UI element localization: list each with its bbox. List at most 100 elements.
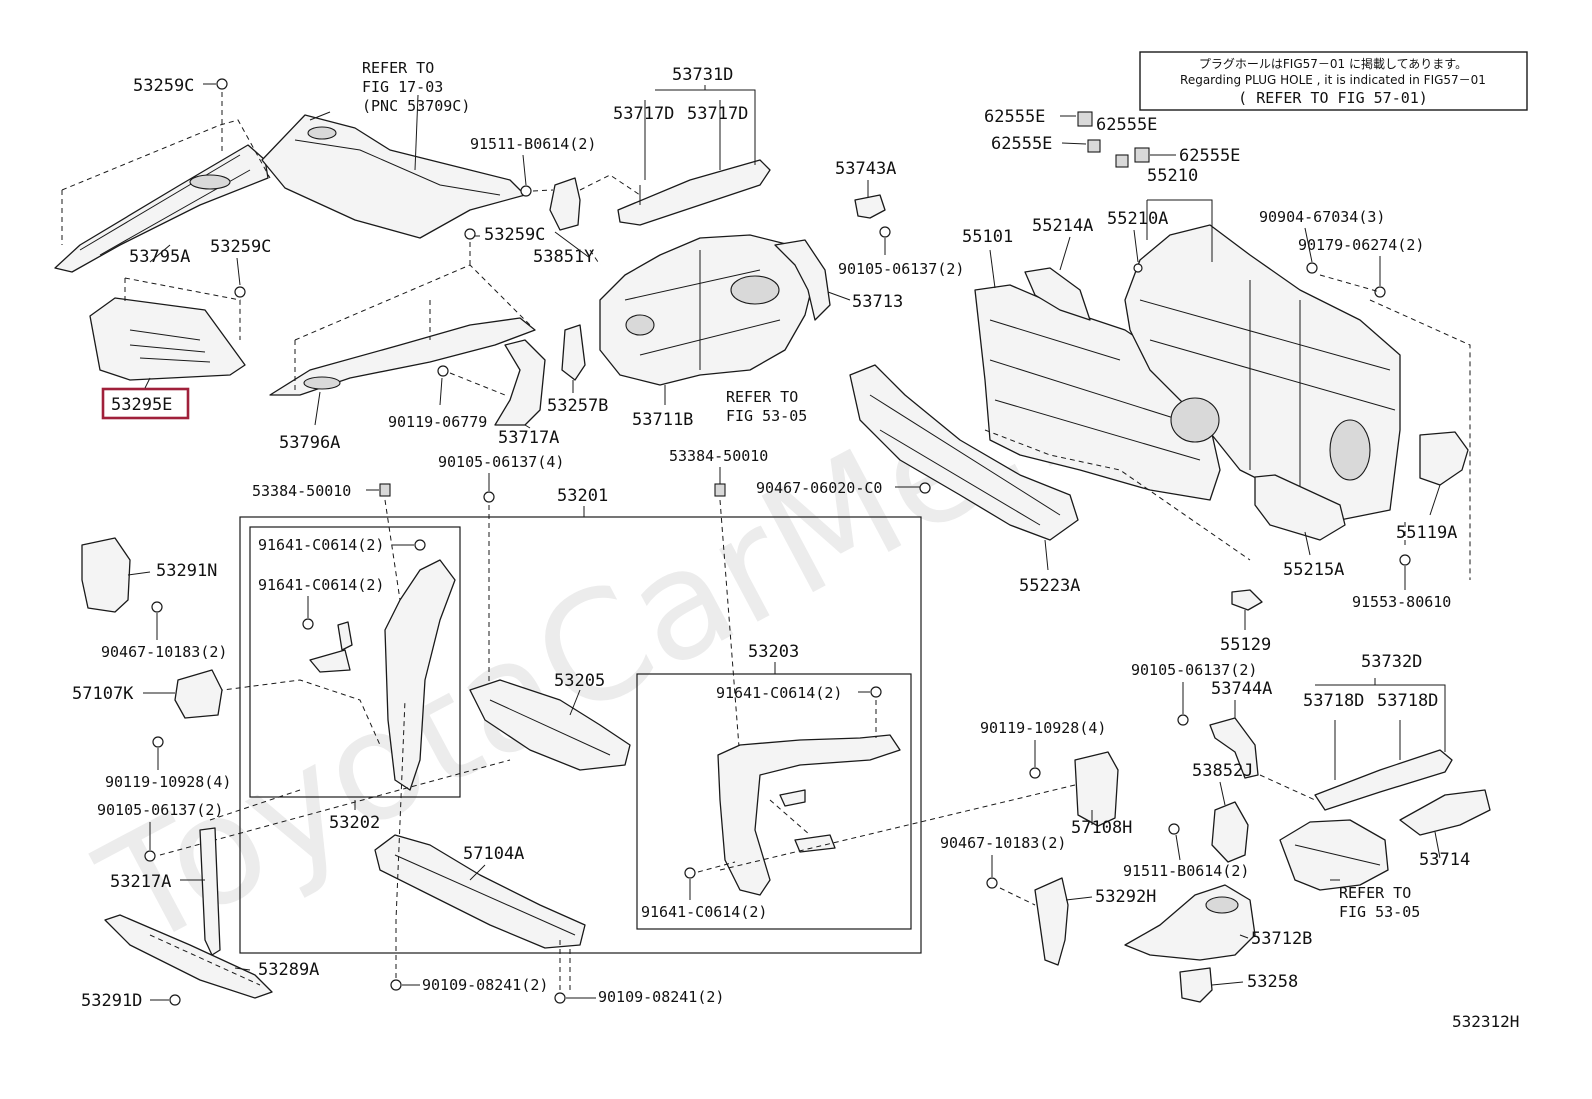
part-shape-91511-B0614-a[interactable] bbox=[520, 185, 532, 197]
label-53852J[interactable]: 53852J bbox=[1192, 761, 1253, 781]
label-refer-fig5305b-line2[interactable]: FIG 53-05 bbox=[1339, 903, 1420, 921]
part-shape-91553-80610[interactable] bbox=[1399, 554, 1411, 566]
label-53718D-a[interactable]: 53718D bbox=[1303, 691, 1364, 711]
label-53717D-b[interactable]: 53717D bbox=[687, 104, 748, 124]
label-55210[interactable]: 55210 bbox=[1147, 166, 1198, 186]
label-62555E-c[interactable]: 62555E bbox=[991, 134, 1052, 154]
label-53731D[interactable]: 53731D bbox=[672, 65, 733, 85]
part-shape-55129[interactable] bbox=[1231, 589, 1263, 611]
part-shape-53291D[interactable] bbox=[169, 994, 181, 1006]
part-shape-53203[interactable] bbox=[717, 734, 901, 896]
label-53291D[interactable]: 53291D bbox=[81, 991, 142, 1011]
label-55215A[interactable]: 55215A bbox=[1283, 560, 1344, 580]
label-90119-10928-b[interactable]: 90119-10928(4) bbox=[980, 719, 1106, 737]
part-shape-91511-B0614-b[interactable] bbox=[1168, 823, 1180, 835]
part-shape-62555E-c[interactable] bbox=[1115, 154, 1129, 168]
label-55214A[interactable]: 55214A bbox=[1032, 216, 1093, 236]
label-91511-B0614-a[interactable]: 91511-B0614(2) bbox=[470, 135, 596, 153]
label-53259C-b[interactable]: 53259C bbox=[210, 237, 271, 257]
part-shape-90105-06137-c[interactable] bbox=[144, 850, 156, 862]
part-shape-62555E-a[interactable] bbox=[1077, 111, 1093, 127]
label-53203[interactable]: 53203 bbox=[748, 642, 799, 662]
label-53289A[interactable]: 53289A bbox=[258, 960, 319, 980]
part-shape-55223A[interactable] bbox=[849, 364, 1079, 541]
part-shape-53289A[interactable] bbox=[104, 914, 273, 999]
part-shape-53851Y[interactable] bbox=[549, 177, 581, 231]
label-53202[interactable]: 53202 bbox=[329, 813, 380, 833]
label-57107K[interactable]: 57107K bbox=[72, 684, 134, 704]
label-53712B[interactable]: 53712B bbox=[1251, 929, 1312, 949]
part-shape-53259C-c[interactable] bbox=[464, 228, 476, 240]
label-91641-C0614-a[interactable]: 91641-C0614(2) bbox=[258, 536, 384, 554]
label-55210A[interactable]: 55210A bbox=[1107, 209, 1168, 229]
label-91641-C0614-d[interactable]: 91641-C0614(2) bbox=[641, 903, 767, 921]
label-53201[interactable]: 53201 bbox=[557, 486, 608, 506]
label-90467-10183-a[interactable]: 90467-10183(2) bbox=[101, 643, 227, 661]
part-shape-90109-08241-a[interactable] bbox=[390, 979, 402, 991]
label-62555E-d[interactable]: 62555E bbox=[1179, 146, 1240, 166]
label-91641-C0614-b[interactable]: 91641-C0614(2) bbox=[258, 576, 384, 594]
part-shape-53295E[interactable] bbox=[89, 297, 246, 381]
label-90179-06274[interactable]: 90179-06274(2) bbox=[1298, 236, 1424, 254]
label-53295E[interactable]: 53295E bbox=[111, 395, 172, 415]
label-90109-08241-a[interactable]: 90109-08241(2) bbox=[422, 976, 548, 994]
part-shape-53205[interactable] bbox=[469, 679, 631, 771]
label-53795A[interactable]: 53795A bbox=[129, 247, 190, 267]
part-shape-53259C-a[interactable] bbox=[216, 78, 228, 90]
label-53384-50010-b[interactable]: 53384-50010 bbox=[669, 447, 768, 465]
label-55129[interactable]: 55129 bbox=[1220, 635, 1271, 655]
part-shape-55214A[interactable] bbox=[1024, 267, 1091, 321]
part-shape-90467-06020[interactable] bbox=[919, 482, 931, 494]
label-62555E-b[interactable]: 62555E bbox=[1096, 115, 1157, 135]
part-shape-90105-06137-d[interactable] bbox=[1177, 714, 1189, 726]
label-53713[interactable]: 53713 bbox=[852, 292, 903, 312]
label-53732D[interactable]: 53732D bbox=[1361, 652, 1422, 672]
part-shape-55215A[interactable] bbox=[1254, 474, 1346, 541]
label-90904-67034[interactable]: 90904-67034(3) bbox=[1259, 208, 1385, 226]
label-53292H[interactable]: 53292H bbox=[1095, 887, 1156, 907]
part-shape-90105-06137-b[interactable] bbox=[483, 491, 495, 503]
label-53718D-b[interactable]: 53718D bbox=[1377, 691, 1438, 711]
label-refer-fig5305a-line2[interactable]: FIG 53-05 bbox=[726, 407, 807, 425]
part-shape-wheel-house-rear[interactable] bbox=[1279, 819, 1389, 891]
part-shape-53731D[interactable] bbox=[617, 159, 771, 226]
part-shape-90904-67034[interactable] bbox=[1306, 262, 1318, 274]
label-90105-06137-a[interactable]: 90105-06137(2) bbox=[838, 260, 964, 278]
part-shape-53852J[interactable] bbox=[1211, 801, 1249, 863]
label-53258[interactable]: 53258 bbox=[1247, 972, 1298, 992]
label-57104A[interactable]: 57104A bbox=[463, 844, 524, 864]
label-53717A[interactable]: 53717A bbox=[498, 428, 559, 448]
label-53259C-a[interactable]: 53259C bbox=[133, 76, 194, 96]
part-shape-90109-08241-b[interactable] bbox=[554, 992, 566, 1004]
part-shape-53713[interactable] bbox=[774, 239, 831, 321]
part-shape-55101[interactable] bbox=[974, 284, 1221, 501]
label-90105-06137-c[interactable]: 90105-06137(2) bbox=[97, 801, 223, 819]
label-53851Y[interactable]: 53851Y bbox=[533, 247, 594, 267]
label-53743A[interactable]: 53743A bbox=[835, 159, 896, 179]
label-90105-06137-b[interactable]: 90105-06137(4) bbox=[438, 453, 564, 471]
part-shape-90467-10183-b[interactable] bbox=[986, 877, 998, 889]
part-shape-53743A[interactable] bbox=[854, 194, 886, 219]
part-shape-53714[interactable] bbox=[1399, 789, 1491, 836]
label-55119A[interactable]: 55119A bbox=[1396, 523, 1457, 543]
label-53744A[interactable]: 53744A bbox=[1211, 679, 1272, 699]
label-90109-08241-b[interactable]: 90109-08241(2) bbox=[598, 988, 724, 1006]
part-shape-53717A[interactable] bbox=[494, 339, 546, 426]
label-62555E-a[interactable]: 62555E bbox=[984, 107, 1045, 127]
part-shape-90119-10928-b[interactable] bbox=[1029, 767, 1041, 779]
part-shape-90119-10928-a[interactable] bbox=[152, 736, 164, 748]
part-shape-cowl-top-panel[interactable] bbox=[261, 114, 526, 239]
label-55223A[interactable]: 55223A bbox=[1019, 576, 1080, 596]
label-53217A[interactable]: 53217A bbox=[110, 872, 171, 892]
label-53257B[interactable]: 53257B bbox=[547, 396, 608, 416]
label-90119-10928-a[interactable]: 90119-10928(4) bbox=[105, 773, 231, 791]
part-shape-90179-06274[interactable] bbox=[1374, 286, 1386, 298]
label-90467-10183-b[interactable]: 90467-10183(2) bbox=[940, 834, 1066, 852]
label-53714[interactable]: 53714 bbox=[1419, 850, 1470, 870]
part-shape-53744A[interactable] bbox=[1209, 717, 1259, 779]
label-90105-06137-d[interactable]: 90105-06137(2) bbox=[1131, 661, 1257, 679]
part-shape-53257B[interactable] bbox=[561, 324, 586, 381]
part-shape-57104A[interactable] bbox=[374, 834, 586, 949]
label-53291N[interactable]: 53291N bbox=[156, 561, 217, 581]
label-55101[interactable]: 55101 bbox=[962, 227, 1013, 247]
